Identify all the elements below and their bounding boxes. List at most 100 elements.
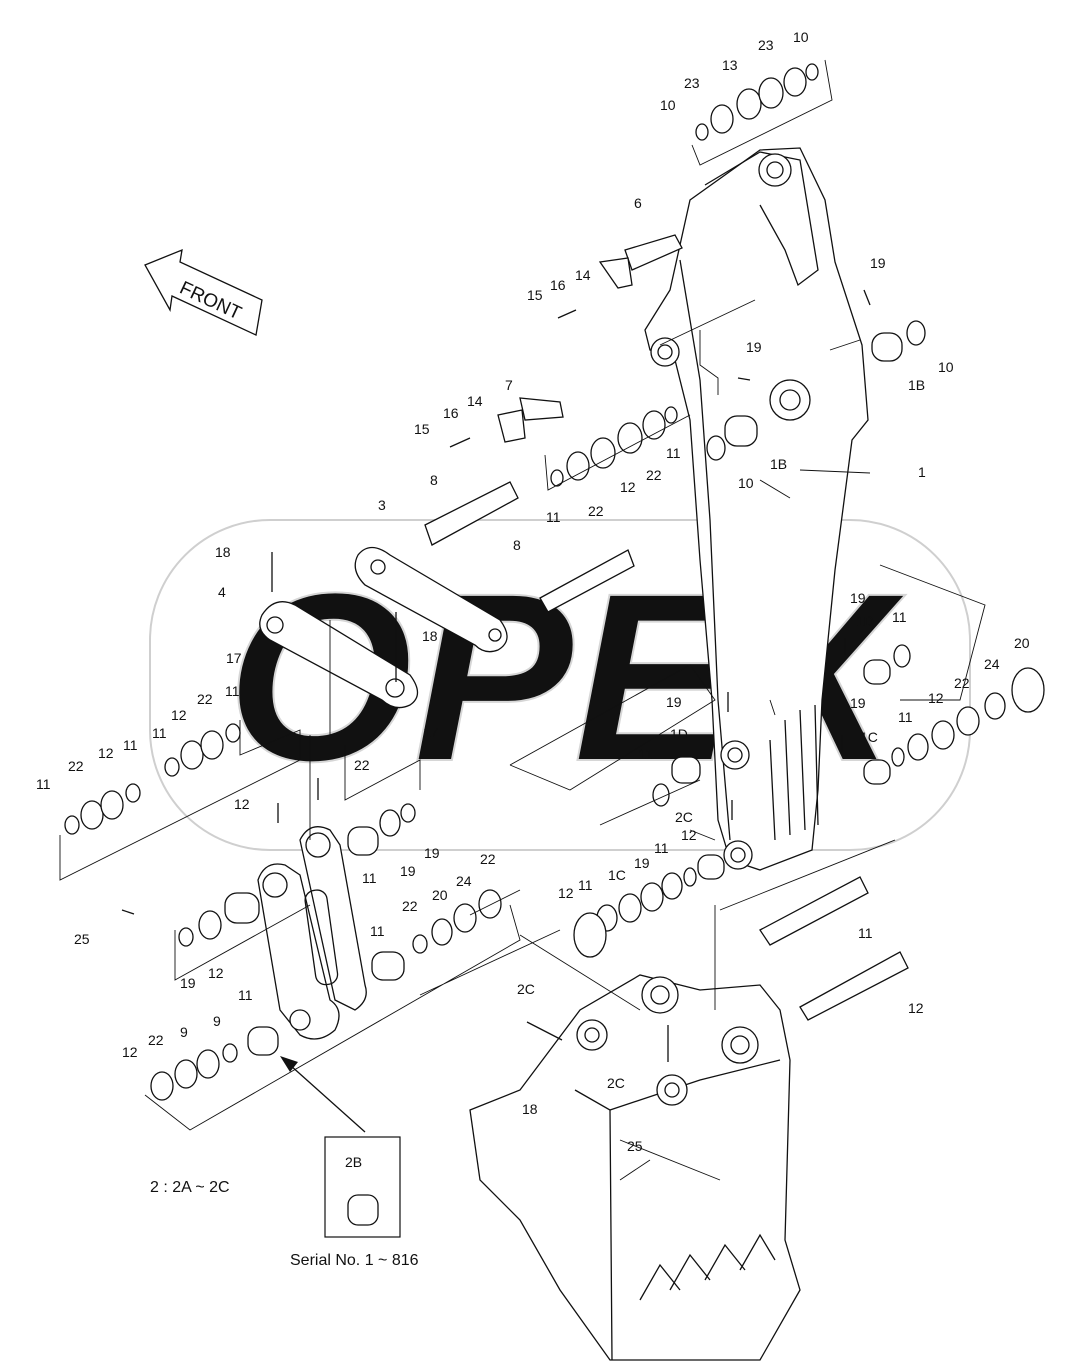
- callout: 22: [588, 503, 604, 519]
- callout: 1C: [860, 729, 878, 745]
- callout: 22: [480, 851, 496, 867]
- washers: [64, 63, 1045, 1101]
- callout: 12: [908, 1000, 924, 1016]
- callout: 20: [432, 887, 448, 903]
- callout: 6: [634, 195, 642, 211]
- callout: 18: [215, 544, 231, 560]
- front-arrow: FRONT: [144, 248, 263, 336]
- callout: 2C: [675, 809, 693, 825]
- callout: 14: [467, 393, 483, 409]
- callout: 7: [505, 377, 513, 393]
- callout: 9: [213, 1013, 221, 1029]
- callout: 19: [746, 339, 762, 355]
- callout: 19: [424, 845, 440, 861]
- callout: 24: [984, 656, 1000, 672]
- inset-label: 2B: [345, 1154, 362, 1170]
- callout: 24: [456, 873, 472, 889]
- callout: 1: [918, 464, 926, 480]
- callout: 1D: [670, 726, 688, 742]
- callout: 11: [546, 509, 561, 525]
- callout: 19: [666, 694, 682, 710]
- callout: 12: [234, 796, 250, 812]
- callout: 23: [758, 37, 774, 53]
- callout: 15: [527, 287, 543, 303]
- callout: 11: [892, 609, 907, 625]
- callout: 23: [684, 75, 700, 91]
- callout: 11: [362, 870, 377, 886]
- callout: 19: [870, 255, 886, 271]
- callout: 9: [180, 1024, 188, 1040]
- callout: 10: [660, 97, 676, 113]
- inset-caption: Serial No. 1 ~ 816: [290, 1252, 419, 1269]
- callout: 22: [354, 757, 370, 773]
- callout: 14: [575, 267, 591, 283]
- callout: 12: [928, 690, 944, 706]
- callout: 11: [238, 987, 253, 1003]
- callout: 10: [793, 29, 809, 45]
- callout: 22: [197, 691, 213, 707]
- callout: 10: [738, 475, 754, 491]
- callout: 8: [430, 472, 438, 488]
- callout: 22: [954, 675, 970, 691]
- callout: 11: [370, 923, 385, 939]
- callout: 22: [68, 758, 84, 774]
- callout: 13: [722, 57, 738, 73]
- callout: 11: [578, 877, 593, 893]
- callout: 1C: [608, 867, 626, 883]
- callout: 1B: [770, 456, 787, 472]
- callout: 16: [550, 277, 566, 293]
- callout: 1D: [856, 613, 874, 629]
- bucket: [469, 974, 801, 1361]
- callout: 19: [850, 590, 866, 606]
- callout: 12: [620, 479, 636, 495]
- watermark-logo: OPEX: [149, 519, 971, 851]
- callout: 11: [225, 683, 240, 699]
- callout: 11: [898, 709, 913, 725]
- callout: 12: [171, 707, 187, 723]
- callout: 2C: [607, 1075, 625, 1091]
- callout: 17: [423, 724, 439, 740]
- arm: [644, 147, 869, 871]
- callout: 8: [513, 537, 521, 553]
- h-link: [257, 826, 367, 1040]
- callout: 16: [443, 405, 459, 421]
- callout: 1B: [908, 377, 925, 393]
- leader-lines: [59, 59, 986, 1181]
- callout: 18: [522, 1101, 538, 1117]
- callout: 12: [98, 745, 114, 761]
- callout: 3: [378, 497, 386, 513]
- callout: 19: [634, 855, 650, 871]
- callout: 11: [638, 746, 653, 762]
- callout: 4: [218, 584, 226, 600]
- callouts: 23 10 13 23 10 6 16 14 15 19 1B 10 19 1B…: [36, 29, 1030, 1154]
- callout: 12: [558, 885, 574, 901]
- pins: [424, 234, 909, 1021]
- callout: 22: [148, 1032, 164, 1048]
- callout: 2C: [517, 981, 535, 997]
- callout: 25: [627, 1138, 643, 1154]
- callout: 18: [422, 628, 438, 644]
- callout: 11: [654, 840, 669, 856]
- callout: 19: [400, 863, 416, 879]
- callout: 19: [850, 695, 866, 711]
- links: [259, 546, 508, 709]
- callout: 25: [74, 931, 90, 947]
- callout: 12: [208, 965, 224, 981]
- callout: 10: [938, 359, 954, 375]
- callout: 12: [122, 1044, 138, 1060]
- callout: 11: [666, 445, 681, 461]
- inset-arrow: [280, 1056, 366, 1133]
- callout: 22: [646, 467, 662, 483]
- fittings: [121, 289, 871, 1062]
- callout: 20: [1014, 635, 1030, 651]
- callout: 19: [180, 975, 196, 991]
- callout: 11: [858, 925, 873, 941]
- callout: 11: [123, 737, 138, 753]
- callout: 11: [152, 725, 167, 741]
- callout: 17: [226, 650, 242, 666]
- assembly-note: 2 : 2A ~ 2C: [150, 1179, 230, 1196]
- callout: 12: [681, 827, 697, 843]
- callout: 11: [36, 776, 51, 792]
- callout: 22: [402, 898, 418, 914]
